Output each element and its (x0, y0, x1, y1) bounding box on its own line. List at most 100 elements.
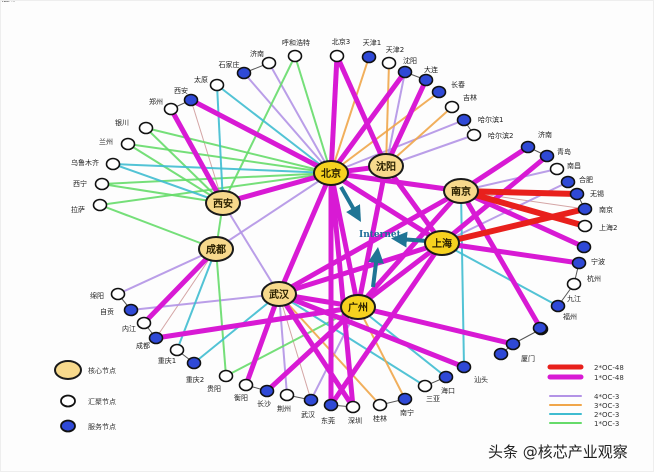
legend-node-label: 服务节点 (88, 422, 116, 431)
core-node-swatch (54, 360, 82, 380)
edge-node-label: 汕头 (474, 375, 488, 384)
core-node-shenyang: 沈阳 (368, 153, 404, 179)
service-node-marker (259, 384, 275, 398)
legend-link-label: 3*OC-3 (594, 402, 619, 410)
edge-node-dongguan: 东莞 (321, 398, 339, 425)
edge-node-qingdao: 青岛 (539, 147, 571, 163)
aggregation-node-marker (238, 378, 254, 392)
link-3xoc-3 (330, 91, 440, 174)
edge-node-taiyuan: 太原 (194, 75, 225, 92)
legend-link-3xoc-3: 3*OC-3 (549, 402, 619, 410)
link-thin (278, 293, 312, 401)
edge-node-haerbin2: 哈尔滨2 (466, 128, 513, 142)
link-1xoc-48 (383, 78, 429, 168)
edge-node-label: 天津1 (363, 39, 381, 47)
edge-node-shantou: 汕头 (456, 360, 488, 384)
link-1xoc-48 (356, 189, 463, 309)
legend-link-label: 2*OC-3 (594, 411, 619, 419)
edge-node-label: 内江 (122, 324, 136, 333)
edge-node-yinchuan: 银川 (115, 118, 154, 135)
link-1xoc-3 (99, 204, 217, 250)
link-1xoc-3 (222, 55, 296, 204)
edge-node-label: 长春 (451, 80, 465, 89)
aggregation-node-marker (345, 400, 361, 414)
edge-node-label: 重庆1 (158, 356, 176, 365)
service-node-marker (236, 66, 252, 80)
core-node-marker (198, 236, 234, 262)
aggregation-node-marker (329, 49, 345, 63)
edge-node-dalian: 大连 (418, 65, 438, 87)
edge-node-label: 上海2 (599, 223, 617, 232)
edge-node-tianjin1: 天津1 (361, 39, 381, 64)
aggregation-node-marker (279, 388, 295, 402)
core-node-chengdu: 成都 (198, 236, 234, 262)
service-node-marker (577, 202, 593, 216)
link-1xoc-48 (278, 291, 465, 370)
edge-node-jiujiang: 九江 (550, 294, 581, 313)
service-node-marker (323, 398, 339, 412)
edge-node-label: 三亚 (426, 395, 440, 403)
edge-node-label: 北京3 (332, 37, 350, 46)
service-node-marker (303, 393, 319, 407)
legend-aggregation-node: 汇聚节点 (60, 394, 116, 408)
edge-node-jinan: 济南 (250, 49, 277, 70)
link-1xoc-3 (294, 55, 332, 174)
link-4xoc-3 (130, 293, 280, 311)
edge-node-label: 合肥 (579, 175, 593, 184)
edge-node-label: 天津2 (386, 46, 404, 54)
edge-node-haerbin1: 哈尔滨1 (456, 113, 503, 127)
edge-node-jilin: 吉林 (444, 93, 477, 114)
link-layer (99, 54, 586, 409)
edge-node-label: 自贡 (100, 307, 114, 316)
link-1xoc-48 (383, 164, 445, 245)
service-node-marker (361, 50, 377, 64)
service-node-swatch (60, 419, 76, 433)
core-node-shanghai: 上海 (424, 230, 460, 256)
edge-node-ningbo_a (576, 240, 592, 254)
edge-node-xiamen: 厦门 (493, 347, 535, 363)
link-1xoc-48 (328, 172, 356, 408)
edge-node-chengdu2: 成都 (136, 331, 164, 350)
service-node-marker (418, 73, 434, 87)
edge-node-label: 郑州 (149, 98, 163, 106)
service-node-marker (569, 187, 585, 201)
edge-node-label: 沈阳 (403, 56, 417, 65)
service-node-marker (550, 299, 566, 313)
edge-node-label: 杭州 (587, 274, 601, 283)
link-3xoc-3 (385, 62, 390, 167)
link-1xoc-48 (222, 170, 332, 206)
link-1xoc-48 (278, 240, 443, 297)
link-1xoc-48 (355, 165, 389, 308)
watermark-text: 头条 @核芯产业观察 (488, 443, 628, 461)
edge-node-xian2: 西安 (174, 86, 199, 107)
link-thin (155, 248, 217, 339)
aggregation-node-marker (261, 56, 277, 70)
link-1xoc-3 (215, 248, 227, 377)
edge-node-label: 海口 (441, 386, 455, 395)
link-2xoc-3 (112, 163, 224, 204)
core-node-guangzhou: 广州 (340, 294, 376, 320)
link-1xoc-3 (127, 143, 224, 204)
core-node-label: 成都 (206, 243, 226, 256)
core-node-label: 北京 (321, 167, 341, 180)
core-node-marker (261, 281, 297, 307)
service-node-marker (438, 370, 454, 384)
service-node-marker (456, 360, 472, 374)
edge-node-label: 南京 (599, 205, 613, 214)
link-1xoc-48 (168, 107, 226, 205)
service-node-marker (397, 65, 413, 79)
edge-node-hangzhou: 杭州 (566, 274, 601, 291)
internet-arrow-icon (391, 231, 428, 248)
link-4xoc-3 (268, 62, 332, 174)
legend-link-2xoc-3: 2*OC-3 (549, 411, 619, 419)
link-2xoc-3 (216, 84, 224, 204)
link-1xoc-48 (459, 188, 586, 250)
aggregation-node-marker (163, 102, 179, 116)
link-1xoc-3 (101, 183, 224, 204)
core-node-label: 武汉 (269, 288, 290, 301)
aggregation-node-marker (372, 398, 388, 412)
edge-node-label: 荆州 (277, 404, 291, 413)
